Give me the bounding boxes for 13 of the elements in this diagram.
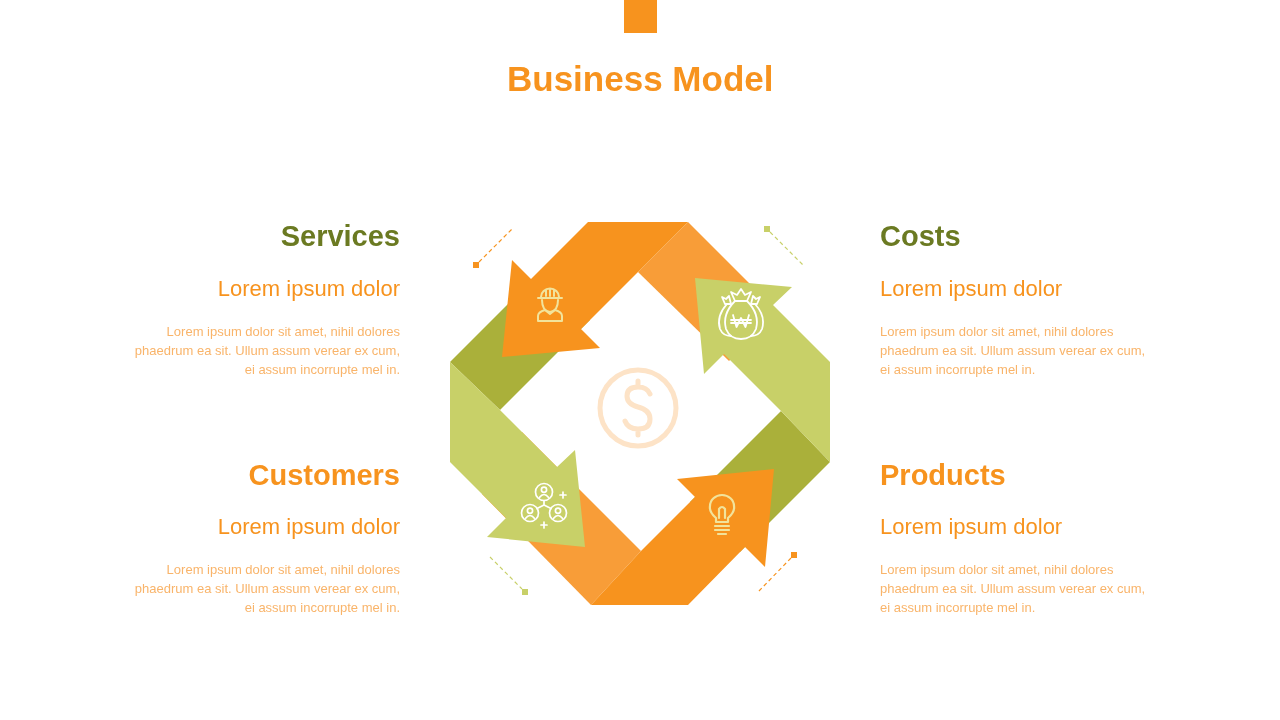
body-text: Lorem ipsum dolor sit amet, nihil dolores phaedrum ea sit. Ullum assum verear ex cum, ei assum incorrupte mel in. xyxy=(880,323,1147,379)
body-text: Lorem ipsum dolor sit amet, nihil dolores phaedrum ea sit. Ullum assum verear ex cum, ei assum incorrupte mel in. xyxy=(880,561,1147,617)
section-heading: Products xyxy=(880,461,1006,490)
section-subtitle: Lorem ipsum dolor xyxy=(880,278,1063,300)
body-text: Lorem ipsum dolor sit amet, nihil dolores phaedrum ea sit. Ullum assum verear ex cum, ei assum incorrupte mel in. xyxy=(133,561,400,617)
section-subtitle: Lorem ipsum dolor xyxy=(880,516,1063,538)
body-text: Lorem ipsum dolor sit amet, nihil dolores phaedrum ea sit. Ullum assum verear ex cum, ei assum incorrupte mel in. xyxy=(133,323,400,379)
section-subtitle: Lorem ipsum dolor xyxy=(217,516,400,538)
section-heading: Costs xyxy=(880,222,961,251)
section-heading: Services xyxy=(280,222,400,251)
section-subtitle: Lorem ipsum dolor xyxy=(217,278,400,300)
title: Business Model xyxy=(507,61,774,96)
section-heading: Customers xyxy=(248,461,400,490)
